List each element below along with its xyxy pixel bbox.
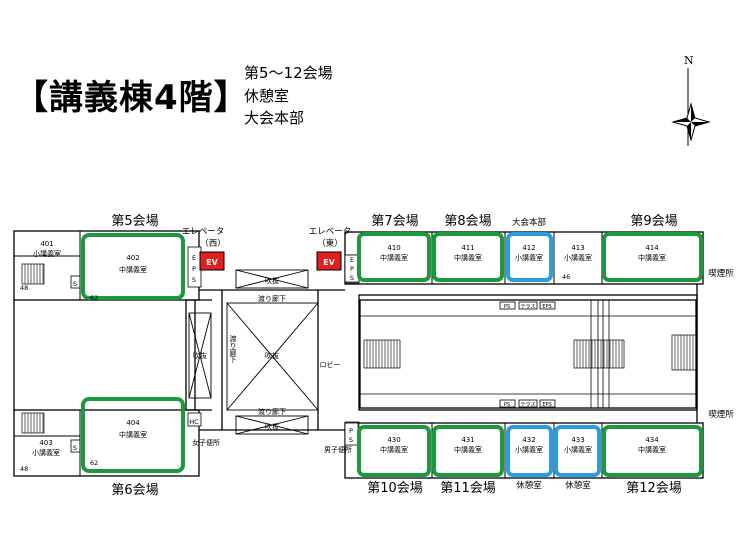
venue-7-label: 第7会場 [371,214,418,229]
eps-top-label: EPS [542,304,551,310]
room-404-num: 404 [126,419,140,427]
room-433-num: 433 [571,436,584,444]
venue-6-label: 第6会場 [111,483,158,498]
room-402-num: 402 [126,254,139,262]
ev-west-label: エレベータ [182,227,225,237]
room-404-type: 中講義室 [119,430,147,439]
room-434-highlight [602,425,703,477]
room-411-num: 411 [461,244,474,252]
rest-432-label: 休憩室 [516,480,542,491]
bridge-top-label: 渡り廊下 [258,294,286,303]
room-434-type: 中講義室 [638,445,666,454]
venue-8-label: 第8会場 [444,214,491,229]
room-410-type: 中講義室 [380,253,408,262]
eps-east-e: E [350,256,354,264]
eps-west-p: P [192,265,196,273]
tel-bottom-label: テラス [521,402,536,408]
womens-wc-label: 女子便所 [192,438,220,447]
room-402-type: 中講義室 [119,265,147,274]
atrium-bottom-label: 吹抜 [265,422,279,431]
room-432-type: 小講義室 [515,445,543,454]
elevator-east: EV [316,251,342,271]
room-433-highlight [554,425,601,477]
mens-wc-label: 男子便所 [324,445,352,454]
atrium-left-label: 吹抜 [193,351,207,360]
room-401-type: 小講義室 [33,249,61,258]
room-401-num: 401 [40,240,53,248]
rest-433-label: 休憩室 [565,480,591,491]
hc-label: HC [189,418,199,426]
room-412-highlight [506,232,553,282]
room-403-type: 小講義室 [32,448,60,457]
ps-top-label: PS [504,304,510,310]
compass-north-label: N [684,54,694,67]
elevator-west: EV [199,251,225,271]
room-431-type: 中講義室 [454,445,482,454]
tel-top-label: テラス [521,304,536,310]
bridge-bottom-label: 渡り廊下 [258,407,286,416]
subtitle-venues: 第5～12会場 [244,64,333,82]
ev-east-sub: （東） [317,238,343,249]
eps-west-s: S [192,276,196,284]
shaft-s-bottom: S [73,444,77,452]
room-432-highlight [506,425,553,477]
ev-east-label: エレベータ [309,227,352,237]
ps-bottom-label: PS [504,402,510,408]
eps-east-s: S [350,274,354,282]
atrium-center-label: 吹抜 [265,351,279,360]
room-402-highlight [81,233,185,300]
elevator-east-label: EV [323,258,335,267]
room-412-type: 小講義室 [515,253,543,262]
room-431-highlight [432,425,504,477]
room-403-num: 403 [39,439,52,447]
room-414-num: 414 [645,244,659,252]
room-410-highlight [357,232,431,282]
subtitle-hq: 大会本部 [244,109,305,127]
room-411-type: 中講義室 [454,253,482,262]
compass-icon [671,68,711,146]
elevator-west-label: EV [206,258,218,267]
room-413-type: 小講義室 [564,253,592,262]
room-410-num: 410 [387,244,400,252]
room-432-num: 432 [522,436,535,444]
room-403-capacity: 48 [20,465,28,473]
page-title: 【講義棟4階】 [14,78,249,118]
room-431-num: 431 [461,436,474,444]
ps-east-s: S [349,436,353,444]
venue-5-label: 第5会場 [111,214,158,229]
subtitle-rest: 休憩室 [244,87,290,105]
smoking-top-label: 喫煙所 [708,268,734,279]
eps-bottom-label: EPS [542,402,551,408]
room-413-num: 413 [571,244,584,252]
room-402-capacity: 62 [90,294,98,302]
room-430-type: 中講義室 [380,445,408,454]
hq-label: 大会本部 [512,217,547,228]
room-401-capacity: 48 [20,284,28,292]
room-430-num: 430 [387,436,400,444]
ps-east-p: P [349,427,353,435]
venue-9-label: 第9会場 [630,214,677,229]
room-404-highlight [81,397,185,473]
room-434-num: 434 [645,436,659,444]
lobby-label: ロビー [320,360,341,369]
shaft-s-top: S [73,280,77,288]
atrium-top-label: 吹抜 [265,276,279,285]
venue-10-label: 第10会場 [367,481,423,496]
eps-east-p: P [350,265,354,273]
ev-west-sub: （西） [200,238,226,249]
room-414-type: 中講義室 [638,253,666,262]
room-412-num: 412 [522,244,535,252]
room-411-highlight [432,232,504,282]
eps-west-e: E [192,254,196,262]
room-433-type: 小講義室 [564,445,592,454]
room-413-capacity: 46 [562,273,570,281]
room-430-highlight [357,425,431,477]
bridge-vertical-label: 渡り廊下 [229,334,237,364]
room-404-capacity: 62 [90,459,98,467]
venue-12-label: 第12会場 [626,481,682,496]
room-414-highlight [602,232,703,282]
venue-11-label: 第11会場 [440,481,496,496]
smoking-bottom-label: 喫煙所 [708,409,734,420]
